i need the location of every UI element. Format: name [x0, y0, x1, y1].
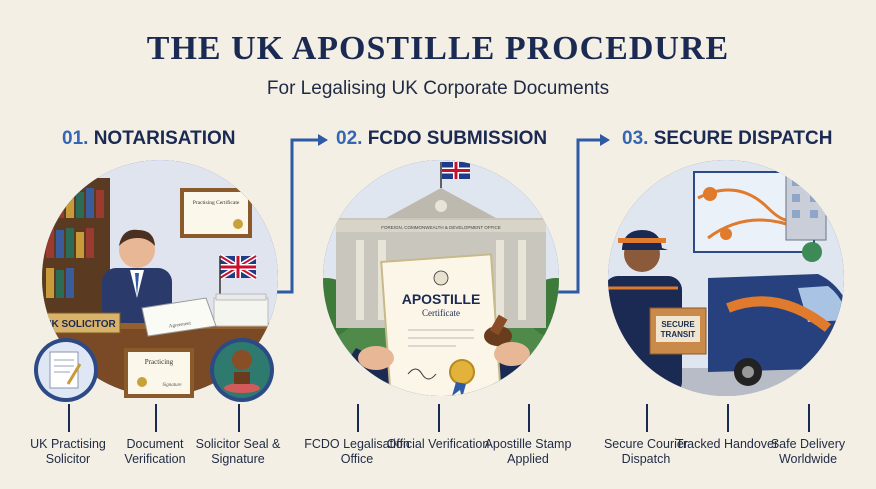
arrow-step1-to-step2: [270, 138, 318, 294]
caption-step2-1: FCDO Legalisation Office: [304, 437, 410, 466]
caption-tick: [68, 404, 70, 432]
certificate-crest-icon: [433, 270, 449, 286]
certificate-title: APOSTILLE: [402, 291, 481, 307]
map-pin-icon: [703, 187, 717, 201]
caption-step1-3: Solicitor Seal & Signature: [195, 437, 281, 466]
wall-certificate-text: Practising Certificate: [193, 199, 240, 206]
caption-step2-2: Official Verification: [386, 437, 490, 451]
desk-nameplate: [42, 312, 121, 334]
step-2-number: 02.: [336, 128, 363, 149]
parcel-label-line2: TRANSIT: [661, 330, 696, 339]
page-subtitle: For Legalising UK Corporate Documents: [266, 78, 610, 99]
notarisation-scene: Practising Certificate Agreement: [34, 160, 278, 402]
framed-certificate-text: Practicing: [145, 358, 174, 366]
desk-nameplate-text: UK SOLICITOR: [44, 319, 116, 330]
arrow-head-1: [318, 134, 328, 146]
caption-tick: [808, 404, 810, 432]
step-1-number: 01.: [62, 128, 89, 149]
uk-flag-icon: [218, 253, 258, 281]
certificate-subtitle: Certificate: [422, 308, 460, 318]
caption-tick: [727, 404, 729, 432]
step-3-number: 03.: [622, 128, 649, 149]
document-icon-circle: [34, 338, 98, 402]
apostille-certificate: APOSTILLE Certificate: [380, 253, 502, 396]
caption-step2-3: Apostille Stamp Applied: [484, 437, 572, 466]
desk-document-text: Agreement: [169, 321, 192, 329]
building-sign-text: FOREIGN, COMMONWEALTH & DEVELOPMENT OFFI…: [381, 225, 501, 230]
globe-icon: [802, 242, 822, 262]
office-building: [785, 169, 827, 241]
caption-step3-1: Secure Courier Dispatch: [603, 437, 689, 466]
caption-step1-2: Document Verification: [124, 437, 186, 466]
step-1-heading: 01. NOTARISATION: [62, 128, 236, 150]
stamp-icon: [484, 314, 512, 346]
step-3-title: SECURE DISPATCH: [653, 128, 833, 149]
caption-tick: [646, 404, 648, 432]
parcel-label-line1: SECURE: [661, 320, 695, 329]
uk-flag-icon: [442, 162, 470, 179]
caption-tick: [155, 404, 157, 432]
fcdo-scene: FOREIGN, COMMONWEALTH & DEVELOPMENT OFFI…: [323, 160, 559, 396]
map-pin-icon-2: [720, 228, 732, 240]
caption-tick: [238, 404, 240, 432]
step-3-heading: 03. SECURE DISPATCH: [622, 128, 832, 150]
caption-step3-3: Safe Delivery Worldwide: [770, 437, 846, 466]
parcel-box: SECURE TRANSIT: [649, 307, 707, 355]
seal-stamp-icon: [210, 338, 274, 402]
dispatch-scene: SECURE TRANSIT: [608, 160, 844, 396]
delivery-van: [708, 274, 844, 386]
caption-tick: [528, 404, 530, 432]
step-1-title: NOTARISATION: [93, 128, 236, 149]
framed-certificate: Practicing Signature: [124, 348, 194, 398]
arrow-head-2: [600, 134, 610, 146]
caption-tick: [438, 404, 440, 432]
caption-step3-2: Tracked Handover: [675, 437, 779, 451]
caption-tick: [357, 404, 359, 432]
signature-text: Signature: [162, 383, 182, 388]
caption-step1-1: UK Practising Solicitor: [30, 437, 106, 466]
step-2-title: FCDO SUBMISSION: [367, 128, 548, 149]
arrow-step2-to-step3: [550, 138, 600, 294]
crest-icon: [435, 200, 447, 212]
gold-seal-icon: [449, 359, 475, 385]
page-title: THE UK APOSTILLE PROCEDURE: [146, 30, 730, 67]
step-2-heading: 02. FCDO SUBMISSION: [336, 128, 547, 150]
